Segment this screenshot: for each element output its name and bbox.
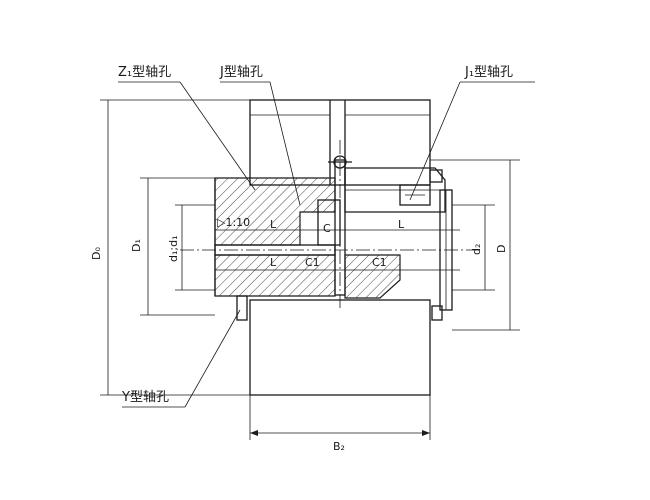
dim-l-left-top: L bbox=[270, 218, 277, 231]
right-hub bbox=[344, 167, 446, 299]
dim-taper: ▷1:10 bbox=[217, 216, 250, 229]
left-hub bbox=[214, 177, 336, 297]
dim-d1-d: d₁;d₁ bbox=[167, 236, 180, 263]
bottom-bolt bbox=[236, 295, 248, 321]
b2-dimension bbox=[249, 395, 431, 440]
dim-l-left-bottom: L bbox=[270, 256, 277, 269]
dim-b2: B₂ bbox=[333, 440, 345, 453]
label-j-hole: J型轴孔 bbox=[219, 65, 263, 80]
dim-c: C bbox=[323, 222, 331, 235]
dim-d0: D₀ bbox=[90, 247, 103, 260]
right-flange bbox=[431, 189, 453, 321]
dim-l-right-top: L bbox=[398, 218, 405, 231]
label-z1-hole: Z₁型轴孔 bbox=[118, 65, 171, 80]
label-y-hole: Y型轴孔 bbox=[121, 390, 169, 405]
dim-d: D bbox=[495, 245, 508, 253]
dim-d1: D₁ bbox=[130, 239, 143, 252]
dim-d2: d₂ bbox=[470, 244, 483, 255]
dim-c1-left: C1 bbox=[305, 256, 320, 269]
leader-lines bbox=[118, 81, 535, 408]
bore-lines bbox=[215, 229, 460, 271]
dimension-lines-right bbox=[430, 159, 520, 331]
label-j1-hole: J₁型轴孔 bbox=[464, 65, 513, 80]
dimension-lines-left bbox=[100, 99, 250, 396]
dim-c1-right: C1 bbox=[372, 256, 387, 269]
